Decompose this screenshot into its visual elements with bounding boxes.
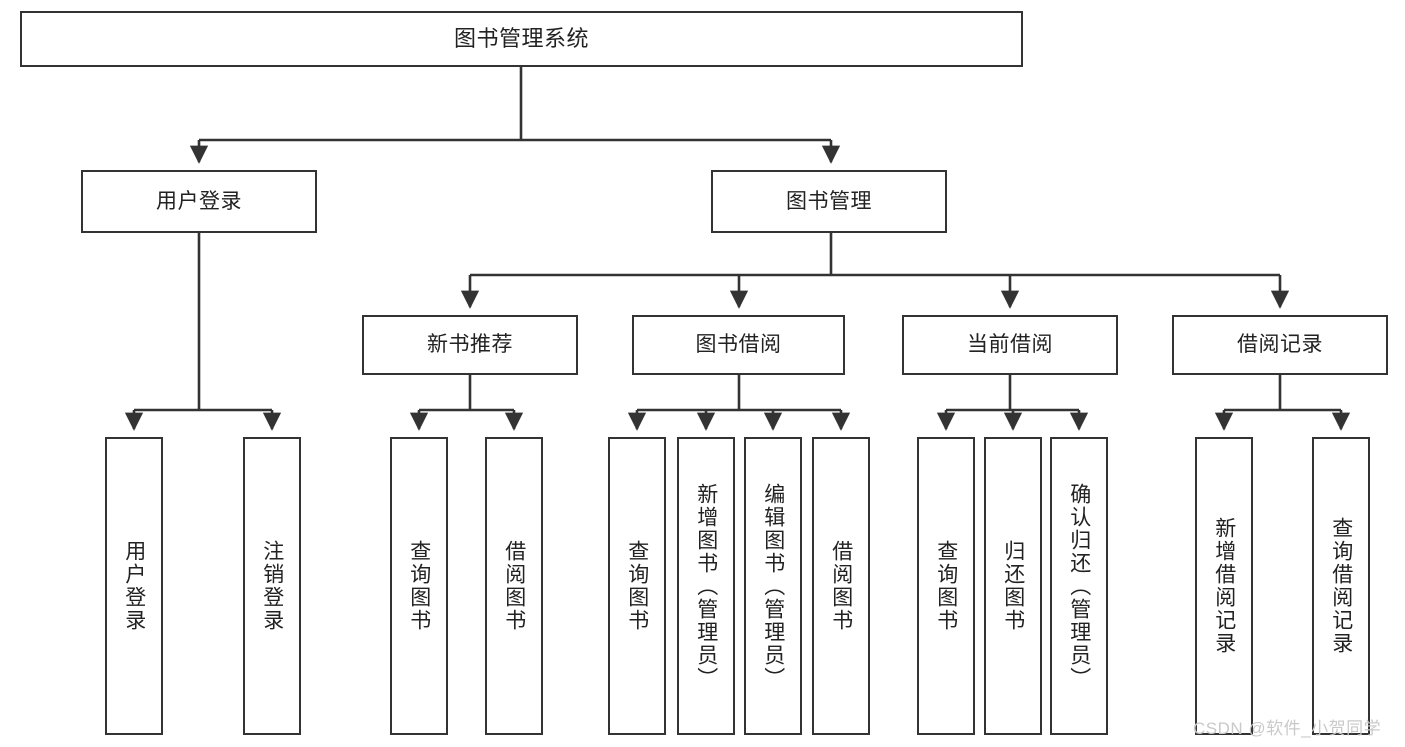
watermark-text: CSDN @软件_小贺同学: [1193, 719, 1382, 738]
node-leaf-query-borrow-record[interactable]: 查询借阅记录: [1312, 437, 1370, 735]
node-leaf-edit-book-admin[interactable]: 编辑图书（管理员）: [744, 437, 802, 735]
node-leaf-return-book[interactable]: 归还图书: [984, 437, 1042, 735]
node-label: 归还图书: [1001, 540, 1025, 632]
node-label: 查询图书: [625, 540, 649, 632]
node-label: 新书推荐: [427, 333, 513, 357]
node-leaf-borrow-book-recommend[interactable]: 借阅图书: [485, 437, 543, 735]
node-leaf-borrow-book[interactable]: 借阅图书: [812, 437, 870, 735]
node-level3-book-borrow[interactable]: 图书借阅: [632, 315, 845, 375]
node-label: 确认归还（管理员）: [1067, 482, 1091, 690]
node-label: 借阅图书: [829, 540, 853, 632]
node-leaf-query-book-recommend[interactable]: 查询图书: [390, 437, 448, 735]
node-root[interactable]: 图书管理系统: [20, 11, 1023, 67]
node-level3-borrow-records[interactable]: 借阅记录: [1172, 315, 1388, 375]
node-label: 用户登录: [122, 540, 146, 632]
node-leaf-confirm-return-admin[interactable]: 确认归还（管理员）: [1050, 437, 1108, 735]
node-label: 新增图书（管理员）: [694, 482, 718, 690]
node-leaf-query-book-current[interactable]: 查询图书: [917, 437, 975, 735]
node-label: 查询图书: [407, 540, 431, 632]
node-leaf-user-login[interactable]: 用户登录: [105, 437, 163, 735]
node-label: 查询图书: [934, 540, 958, 632]
node-leaf-logout[interactable]: 注销登录: [243, 437, 301, 735]
node-label: 图书管理: [786, 189, 872, 213]
node-label: 当前借阅: [967, 333, 1053, 357]
node-label: 注销登录: [260, 540, 284, 632]
node-level2-book-management[interactable]: 图书管理: [711, 170, 947, 233]
node-label: 用户登录: [156, 189, 242, 213]
node-label: 编辑图书（管理员）: [761, 482, 785, 690]
node-level3-new-book-recommend[interactable]: 新书推荐: [362, 315, 578, 375]
node-label: 借阅记录: [1237, 333, 1323, 357]
node-leaf-add-borrow-record[interactable]: 新增借阅记录: [1195, 437, 1253, 735]
node-leaf-query-book-borrow[interactable]: 查询图书: [608, 437, 666, 735]
node-level3-current-borrow[interactable]: 当前借阅: [902, 315, 1118, 375]
node-label: 查询借阅记录: [1329, 517, 1353, 655]
node-label: 图书借阅: [695, 333, 782, 357]
node-leaf-add-book-admin[interactable]: 新增图书（管理员）: [677, 437, 735, 735]
node-label: 图书管理系统: [453, 25, 589, 51]
node-label: 借阅图书: [502, 540, 526, 632]
node-label: 新增借阅记录: [1212, 517, 1236, 655]
node-level2-user-login[interactable]: 用户登录: [81, 170, 317, 233]
